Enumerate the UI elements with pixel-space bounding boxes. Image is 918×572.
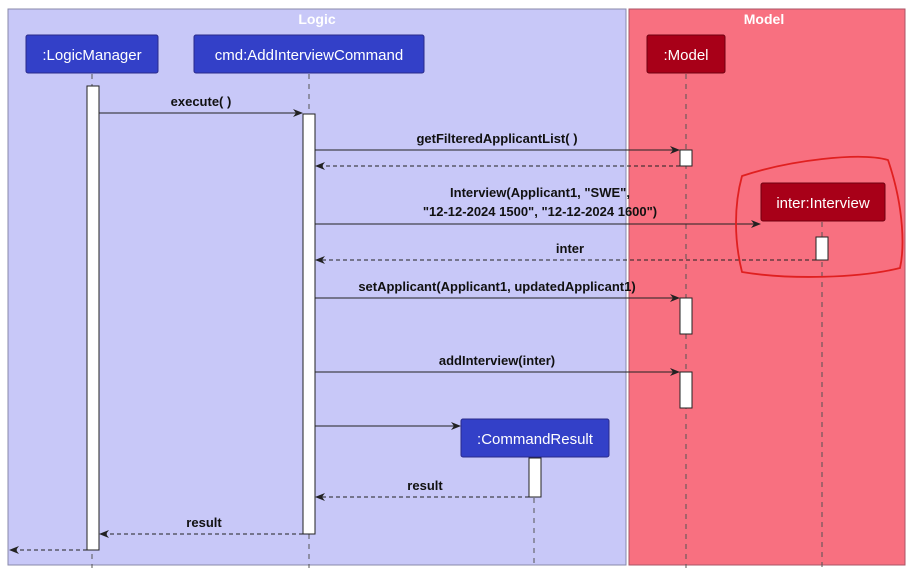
participant-add-interview-command	[193, 34, 425, 74]
activation-add-interview-command	[302, 113, 316, 535]
participant-interview	[760, 182, 886, 222]
participant-model-label: :Model	[663, 47, 708, 64]
message-set-applicant-label: setApplicant(Applicant1, updatedApplican…	[358, 279, 635, 294]
participant-logic-manager	[25, 34, 159, 74]
model-frame-title: Model	[744, 11, 784, 27]
message-add-interview-label: addInterview(inter)	[439, 353, 555, 368]
message-get-filtered-label: getFilteredApplicantList( )	[416, 131, 577, 146]
participant-command-result-label: :CommandResult	[477, 431, 594, 448]
participant-add-interview-command-label: cmd:AddInterviewCommand	[215, 47, 403, 64]
logic-frame-title: Logic	[298, 11, 336, 27]
return-inter-label: inter	[556, 241, 584, 256]
return-result-label-2: result	[186, 515, 222, 530]
message-execute-label: execute( )	[171, 94, 232, 109]
participant-interview-label: inter:Interview	[776, 195, 870, 212]
activation-model-1	[679, 149, 693, 167]
logic-frame	[7, 8, 627, 566]
participant-logic-manager-label: :LogicManager	[42, 47, 141, 64]
red-annotation-circle	[735, 156, 904, 278]
activation-model-3	[679, 371, 693, 409]
participant-model	[646, 34, 726, 74]
return-result-label-1: result	[407, 478, 443, 493]
message-interview-label-line1: Interview(Applicant1, "SWE",	[450, 185, 630, 200]
participant-command-result	[460, 418, 610, 458]
activation-model-2	[679, 297, 693, 335]
activation-logic-manager	[86, 85, 100, 551]
model-frame	[628, 8, 906, 566]
message-interview-label-line2: "12-12-2024 1500", "12-12-2024 1600")	[423, 204, 657, 219]
activation-command-result	[528, 457, 542, 498]
activation-interview	[815, 236, 829, 261]
